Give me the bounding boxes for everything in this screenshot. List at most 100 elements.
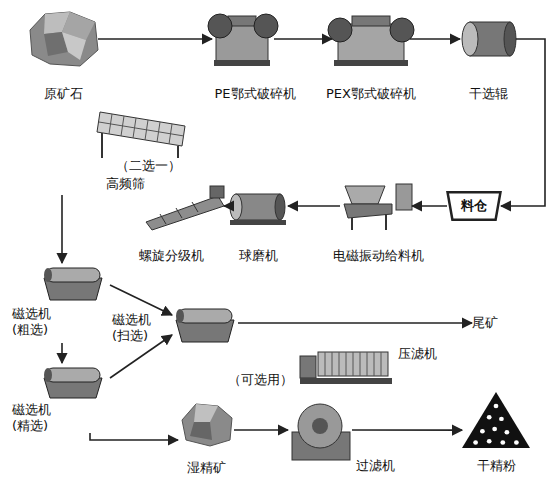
press-plate xyxy=(374,352,375,376)
equipment-label: 湿精矿 xyxy=(178,460,234,476)
roller-node: 干选辊 xyxy=(460,14,516,64)
mill-base xyxy=(230,220,286,225)
classifier-drive xyxy=(210,186,224,198)
press-plates xyxy=(318,352,388,376)
powder-dot xyxy=(505,430,510,434)
flow-arrow xyxy=(110,285,172,315)
flow-arrow xyxy=(410,38,460,40)
press-plate xyxy=(332,352,333,376)
filter-disc xyxy=(298,404,342,448)
press-plate xyxy=(339,352,340,376)
spiral-classifier xyxy=(146,186,224,230)
separator-drum xyxy=(178,309,232,323)
wet-concentrate xyxy=(182,404,232,446)
tailings-node: 尾矿 xyxy=(472,314,516,332)
flow-arrow xyxy=(61,195,63,263)
feeder-leg xyxy=(385,214,387,230)
flow-arrow xyxy=(412,205,447,207)
filter-hub xyxy=(312,418,328,434)
powder-dot xyxy=(487,415,492,419)
equipment-label: （二选一） xyxy=(116,158,206,174)
powder-dot xyxy=(494,404,499,408)
equipment-label: 过滤机 xyxy=(356,458,416,474)
equipment-label: 压滤机 xyxy=(398,346,458,362)
filter-node: 过滤机 xyxy=(288,398,352,462)
press-plate xyxy=(360,352,361,376)
equipment-label: 螺旋分级机 xyxy=(126,248,216,264)
flow-arrow xyxy=(61,343,63,363)
powder-dot xyxy=(473,440,478,444)
drum-end xyxy=(44,268,52,282)
flow-arrow xyxy=(90,433,178,440)
separator-node: 磁选机 (扫选) xyxy=(172,303,238,343)
equipment-label: 尾矿 xyxy=(472,315,516,331)
magnetic-separator xyxy=(44,368,102,398)
flow-arrow xyxy=(98,38,212,40)
classifier-node: 螺旋分级机 xyxy=(138,188,224,224)
press-plate xyxy=(367,352,368,376)
feeder-tray xyxy=(344,204,392,218)
filter-press-node: （可选用）压滤机 xyxy=(298,345,393,390)
pile-shape xyxy=(462,392,530,448)
powder-dot xyxy=(487,439,492,443)
powder-dot xyxy=(499,417,504,421)
magnetic-separator xyxy=(176,309,234,342)
flow-arrow xyxy=(288,205,340,207)
control-box xyxy=(396,184,412,210)
press-plate xyxy=(381,352,382,376)
equipment-label: 料仓 xyxy=(447,198,501,214)
drum-end xyxy=(44,368,52,382)
press-plate xyxy=(346,352,347,376)
flow-arrow xyxy=(238,322,472,324)
ball-mill xyxy=(230,194,286,225)
flow-arrow xyxy=(352,429,462,431)
screen-mesh xyxy=(99,122,184,136)
equipment-label: 高频筛 xyxy=(85,176,165,192)
press-plate xyxy=(353,352,354,376)
rock-facet xyxy=(190,422,212,440)
pile-outline xyxy=(462,392,530,448)
press-plate xyxy=(325,352,326,376)
filter-press xyxy=(300,352,392,384)
flow-arrow xyxy=(234,429,288,431)
classifier-spiral xyxy=(176,208,182,218)
ore-rock xyxy=(30,12,98,66)
separator-node: 磁选机 (粗选) xyxy=(15,263,110,343)
jaw-crusher xyxy=(208,14,278,66)
rock-body xyxy=(30,12,98,66)
separator-drum xyxy=(46,268,100,282)
mill-end xyxy=(275,194,285,220)
powder-dot xyxy=(514,440,519,444)
feeder-leg xyxy=(351,218,353,230)
vacuum-filter xyxy=(292,404,350,460)
separator-drum xyxy=(46,368,100,382)
crusher-node: PEX鄂式破碎机 xyxy=(332,12,410,66)
flow-arrow xyxy=(224,205,228,207)
hydraulic-unit xyxy=(300,356,316,378)
crusher-node: PE鄂式破碎机 xyxy=(212,10,274,68)
powder-dot xyxy=(480,429,485,433)
rock-facet xyxy=(62,32,86,60)
mill-node: 球磨机 xyxy=(228,188,288,224)
press-base xyxy=(300,378,392,384)
screen-leg xyxy=(101,133,103,158)
equipment-label: 电磁振动给料机 xyxy=(328,248,428,264)
wet-concentrate-node: 湿精矿 xyxy=(178,402,234,478)
equipment-label: 磁选机 (扫选) xyxy=(112,312,162,344)
crusher-base xyxy=(334,60,408,66)
flywheel xyxy=(254,14,278,38)
classifier-spiral xyxy=(160,214,166,224)
flow-arrow xyxy=(501,39,545,206)
equipment-label: 干精粉 xyxy=(466,458,526,474)
classifier-spiral xyxy=(192,202,198,212)
powder-dot xyxy=(500,440,505,444)
vibrating-feeder xyxy=(344,184,412,230)
rock-facet xyxy=(194,404,218,422)
equipment-label: PEX鄂式破碎机 xyxy=(316,86,426,102)
drum-end xyxy=(176,309,184,323)
equipment-label: PE鄂式破碎机 xyxy=(200,86,310,102)
equipment-label: 磁选机 (精选) xyxy=(12,402,58,434)
classifier-tank xyxy=(146,196,224,230)
